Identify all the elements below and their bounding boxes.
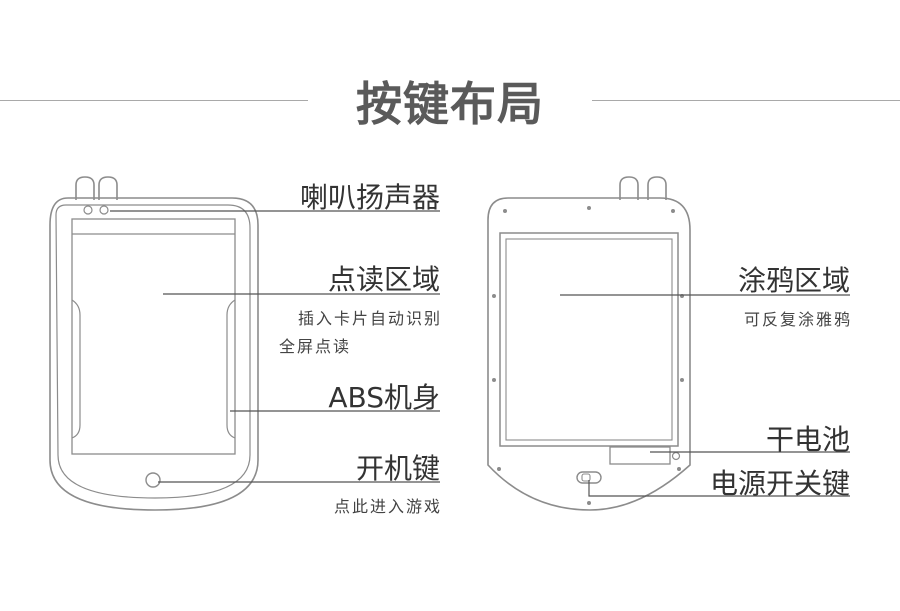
right-device-body [487,197,691,511]
read-area-label: 点读区域 [327,263,440,296]
power-switch-leader [588,480,850,497]
battery-screw-icon [671,451,681,461]
read-area-desc-line1: 插入卡片自动识别 [297,309,442,328]
power-button-label: 开机键 [355,452,440,485]
speaker-grill-icon [99,205,109,215]
battery-label: 干电池 [765,423,850,456]
right-device-hooks [619,176,667,200]
abs-body-label: ABS机身 [328,381,440,414]
power-switch-knob [581,473,591,482]
doodle-area-inner [505,238,673,441]
read-area-frame [71,218,236,455]
left-device-hooks [75,176,118,200]
power-button-icon [145,472,161,488]
battery-compartment [609,446,671,465]
page-title: 按键布局 [356,77,544,131]
power-switch-label: 电源开关键 [709,467,850,500]
speaker-label: 喇叭扬声器 [299,181,440,214]
left-device-inner-outline [55,204,251,499]
read-area-side-notch-left [71,299,81,439]
right-device-screws [492,206,684,505]
read-area-side-notch-right [226,299,236,439]
doodle-area-desc: 可反复涂雅鸦 [743,310,852,329]
left-device [49,176,259,511]
speaker-grill-icon [83,205,93,215]
doodle-area-frame [499,232,679,447]
left-device-body [49,197,259,511]
right-device [487,176,691,511]
power-button-desc: 点此进入游戏 [333,497,442,516]
read-area-desc-line2: 全屏点读 [279,337,352,356]
doodle-area-label: 涂鸦区域 [737,264,850,297]
title-rule-right [592,100,900,101]
title-rule-left [0,100,308,101]
